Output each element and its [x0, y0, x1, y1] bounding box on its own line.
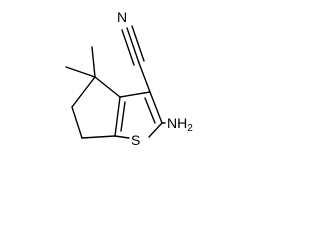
- bond-c4-methyl-up: [91, 46, 96, 78]
- bond-c6a-c3a: [114, 96, 121, 137]
- methyl-bonds: [65, 46, 96, 78]
- amino-group-label: NH2: [167, 115, 193, 134]
- amino-hydrogen: H: [177, 115, 187, 131]
- bond-triple-a: [126, 27, 140, 64]
- bond-triple-b: [121, 29, 135, 66]
- bond-c2-s: [148, 122, 163, 138]
- bond-c3-cn: [138, 62, 151, 93]
- bond-c4-methyl-left: [65, 66, 96, 78]
- bond-c4-c5: [71, 76, 96, 108]
- amino-nitrogen: N: [167, 115, 177, 131]
- amino-subscript: 2: [187, 123, 193, 134]
- bond-c3-c2: [149, 91, 163, 124]
- bond-c3a-c3: [119, 91, 151, 98]
- ring-bonds: [71, 76, 163, 139]
- chemical-structure-diagram: N S NH2: [65, 9, 193, 148]
- bond-c6a-c3a-double: [120, 101, 126, 132]
- bond-triple-c: [131, 25, 145, 62]
- sulfur-label: S: [131, 132, 140, 148]
- bond-c5-c6: [71, 106, 83, 139]
- bond-s-c6a: [114, 135, 130, 139]
- nitrile-group: [121, 25, 151, 93]
- bond-c6-c6a: [81, 135, 116, 139]
- bond-c3-c2-double: [144, 97, 156, 124]
- nitrile-nitrogen-label: N: [117, 9, 127, 25]
- bond-c4-c3a: [94, 76, 121, 98]
